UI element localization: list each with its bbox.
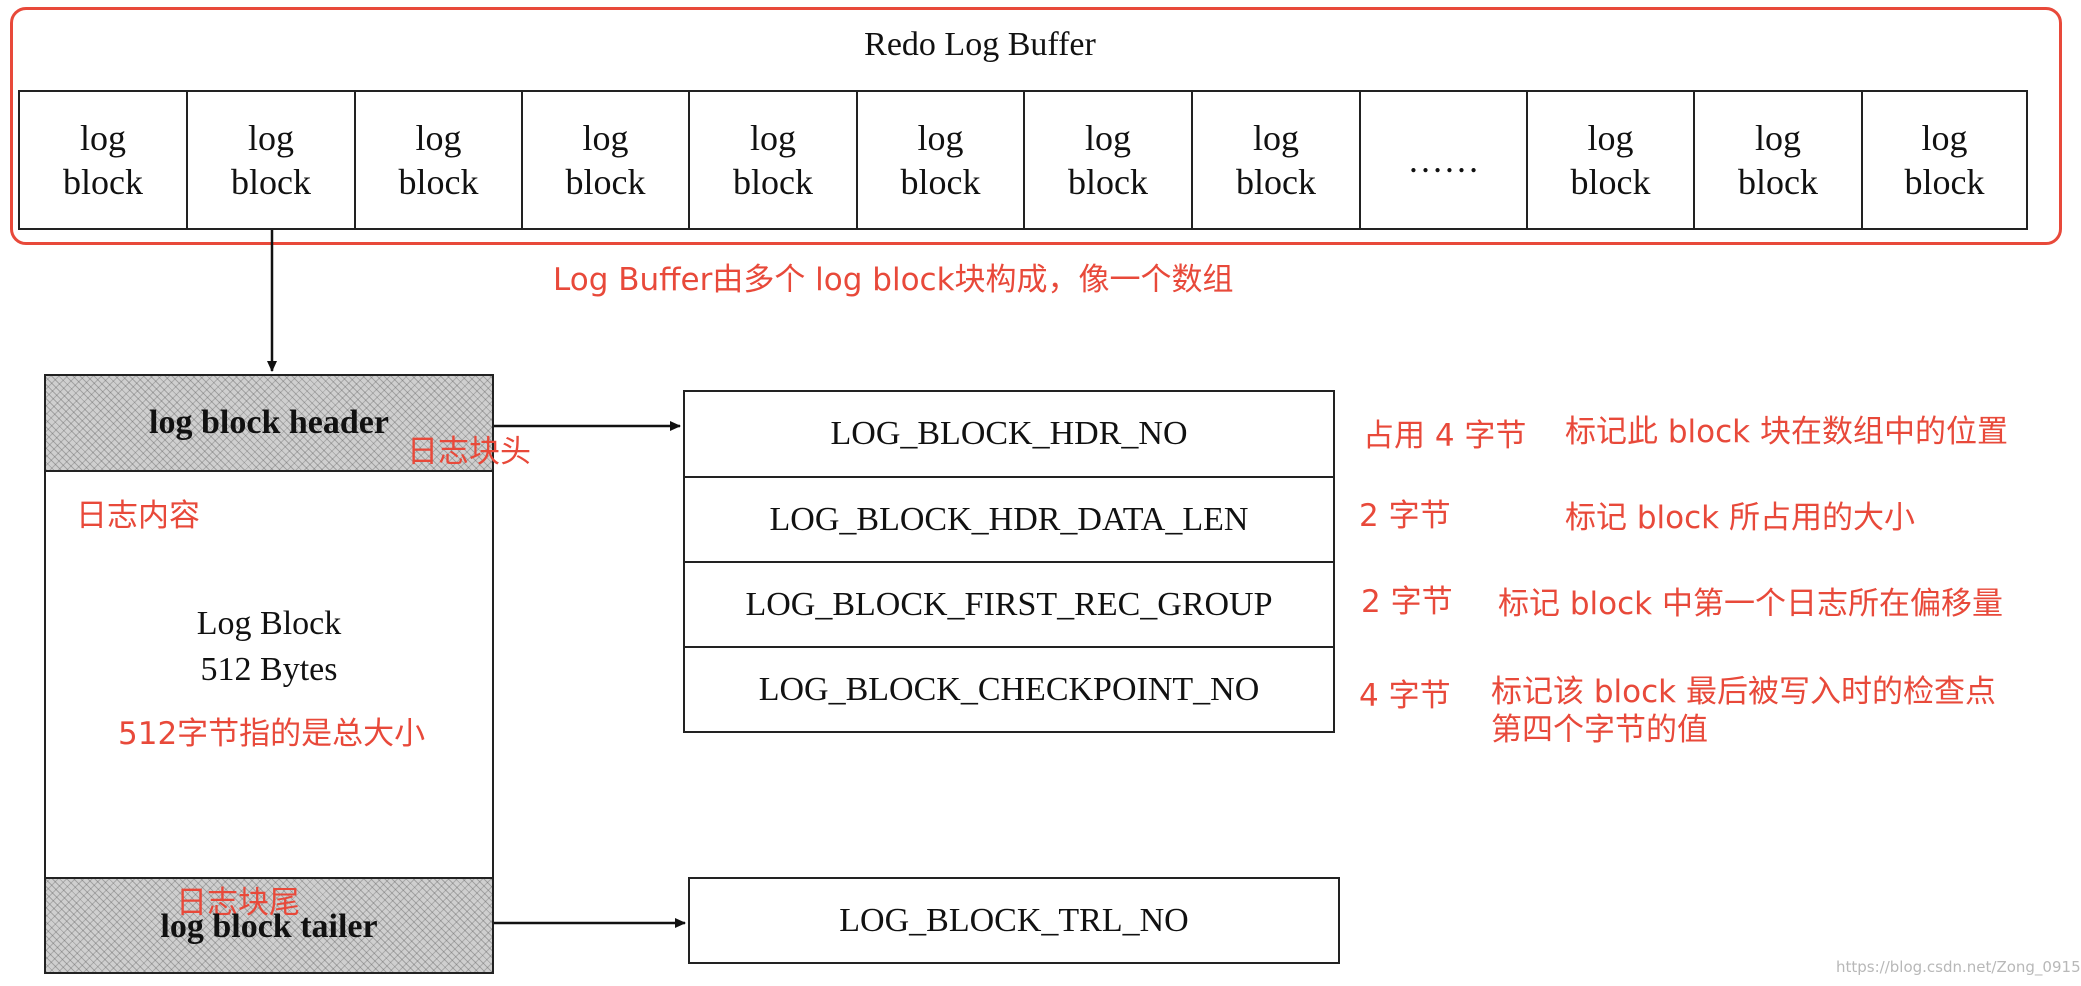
log-buffer-title: Redo Log Buffer: [864, 26, 1096, 63]
field-desc-note: 标记此 block 块在数组中的位置: [1565, 414, 2008, 450]
log-block-header-note: 日志块头: [407, 434, 531, 470]
field-log-block-hdr-no: LOG_BLOCK_HDR_NO: [683, 390, 1335, 478]
log-block-size-note: 512字节指的是总大小: [118, 716, 426, 752]
field-desc-note: 标记该 block 最后被写入时的检查点: [1491, 674, 1996, 710]
watermark: https://blog.csdn.net/Zong_0915: [1836, 958, 2081, 976]
log-block-diagram: [44, 374, 494, 974]
log-content-note: 日志内容: [76, 498, 200, 534]
field-log-block-first-rec-group: LOG_BLOCK_FIRST_REC_GROUP: [683, 561, 1335, 648]
field-log-block-hdr-data-len: LOG_BLOCK_HDR_DATA_LEN: [683, 476, 1335, 563]
field-log-block-trl-no: LOG_BLOCK_TRL_NO: [688, 877, 1340, 964]
log-block-tailer-label: log block tailer: [160, 908, 378, 945]
log-buffer-frame: [10, 7, 2062, 245]
log-block-header-label: log block header: [149, 404, 389, 441]
log-block-ellipsis-cell: ……: [1359, 90, 1526, 230]
field-desc-note: 标记 block 中第一个日志所在偏移量: [1498, 586, 2003, 622]
field-log-block-checkpoint-no: LOG_BLOCK_CHECKPOINT_NO: [683, 646, 1335, 733]
log-block-size: 512 Bytes: [200, 651, 338, 688]
field-size-note: 占用 4 字节: [1363, 418, 1527, 454]
field-size-note: 2 字节: [1361, 584, 1453, 620]
field-desc-note: 标记 block 所占用的大小: [1565, 500, 1915, 536]
log-block-tailer-note: 日志块尾: [176, 885, 300, 921]
log-block-title: Log Block: [196, 605, 342, 642]
log-block-header-section: [46, 376, 492, 472]
field-size-note: 2 字节: [1359, 498, 1451, 534]
log-block-tailer-section: [46, 877, 492, 972]
field-desc-note-line2: 第四个字节的值: [1491, 712, 1708, 748]
field-size-note: 4 字节: [1359, 678, 1451, 714]
log-buffer-annotation: Log Buffer由多个 log block块构成，像一个数组: [553, 262, 1234, 298]
